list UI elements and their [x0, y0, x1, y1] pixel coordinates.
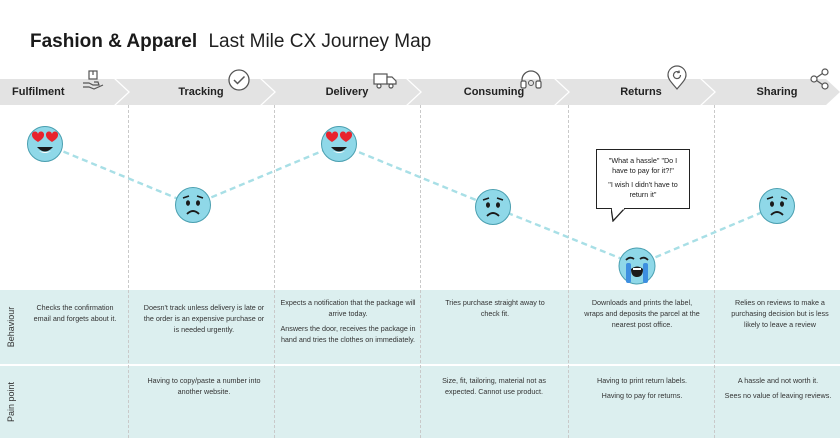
title-subtitle: Last Mile CX Journey Map	[208, 31, 432, 52]
behaviour-cell-sharing: Relies on reviews to make a purchasing d…	[731, 298, 829, 329]
column-divider	[128, 105, 129, 438]
stage-label: Sharing	[756, 86, 798, 98]
stage-label: Consuming	[463, 86, 525, 98]
quote-line-1: "What a hassle" "Do I have to pay for it…	[608, 156, 678, 175]
pain-cell-returns: Having to print return labels. Having to…	[597, 376, 687, 400]
pain-cell-consuming: Size, fit, tailoring, material not as ex…	[442, 376, 546, 396]
pain-cell-tracking: Having to copy/paste a number into anoth…	[147, 376, 261, 396]
stage-label: Tracking	[178, 86, 224, 98]
behaviour-cell-fulfilment: Checks the confirmation email and forget…	[33, 303, 117, 323]
crying-emoji-returns	[618, 247, 656, 285]
stage-sharing: Sharing	[714, 79, 840, 105]
behaviour-cell-returns: Downloads and prints the label, wraps an…	[584, 298, 700, 329]
headphones-icon	[520, 70, 542, 89]
stage-chevrons	[114, 79, 840, 105]
stage-consuming: Consuming	[420, 79, 568, 105]
heart-eyes-emoji-delivery	[321, 126, 357, 162]
pain-cell-sharing: A hassle and not worth it. Sees no value…	[724, 376, 832, 400]
stage-tracking: Tracking	[128, 79, 274, 105]
quote-bubble-tail	[611, 208, 626, 222]
column-divider	[714, 105, 715, 438]
customer-quote-bubble: "What a hassle" "Do I have to pay for it…	[596, 149, 690, 209]
column-divider	[420, 105, 421, 438]
worried-emoji-consuming	[475, 189, 511, 225]
stage-label: Returns	[620, 86, 662, 98]
title-brand: Fashion & Apparel	[30, 31, 198, 52]
stage-returns: Returns	[568, 79, 714, 105]
behaviour-cell-delivery: Expects a notification that the package …	[280, 298, 416, 344]
stage-fulfilment: Fulfilment	[0, 79, 128, 105]
package-hand-icon	[83, 70, 104, 90]
share-icon	[810, 68, 829, 90]
worried-emoji-tracking	[175, 187, 211, 223]
check-circle-icon	[228, 69, 250, 91]
behaviour-cell-tracking: Doesn't track unless delivery is late or…	[143, 303, 265, 334]
stage-label: Delivery	[325, 86, 369, 98]
delivery-truck-icon	[373, 73, 397, 89]
column-divider	[274, 105, 275, 438]
worried-emoji-sharing	[759, 188, 795, 224]
stage-label: Fulfilment	[12, 86, 65, 98]
quote-line-2: "I wish I didn't have to return it"	[608, 180, 678, 199]
column-divider	[568, 105, 569, 438]
page-title: Fashion & Apparel Last Mile CX Journey M…	[30, 31, 431, 53]
return-location-icon	[667, 65, 687, 90]
heart-eyes-emoji-fulfilment	[27, 126, 63, 162]
behaviour-cell-consuming: Tries purchase straight away to check fi…	[445, 298, 545, 318]
